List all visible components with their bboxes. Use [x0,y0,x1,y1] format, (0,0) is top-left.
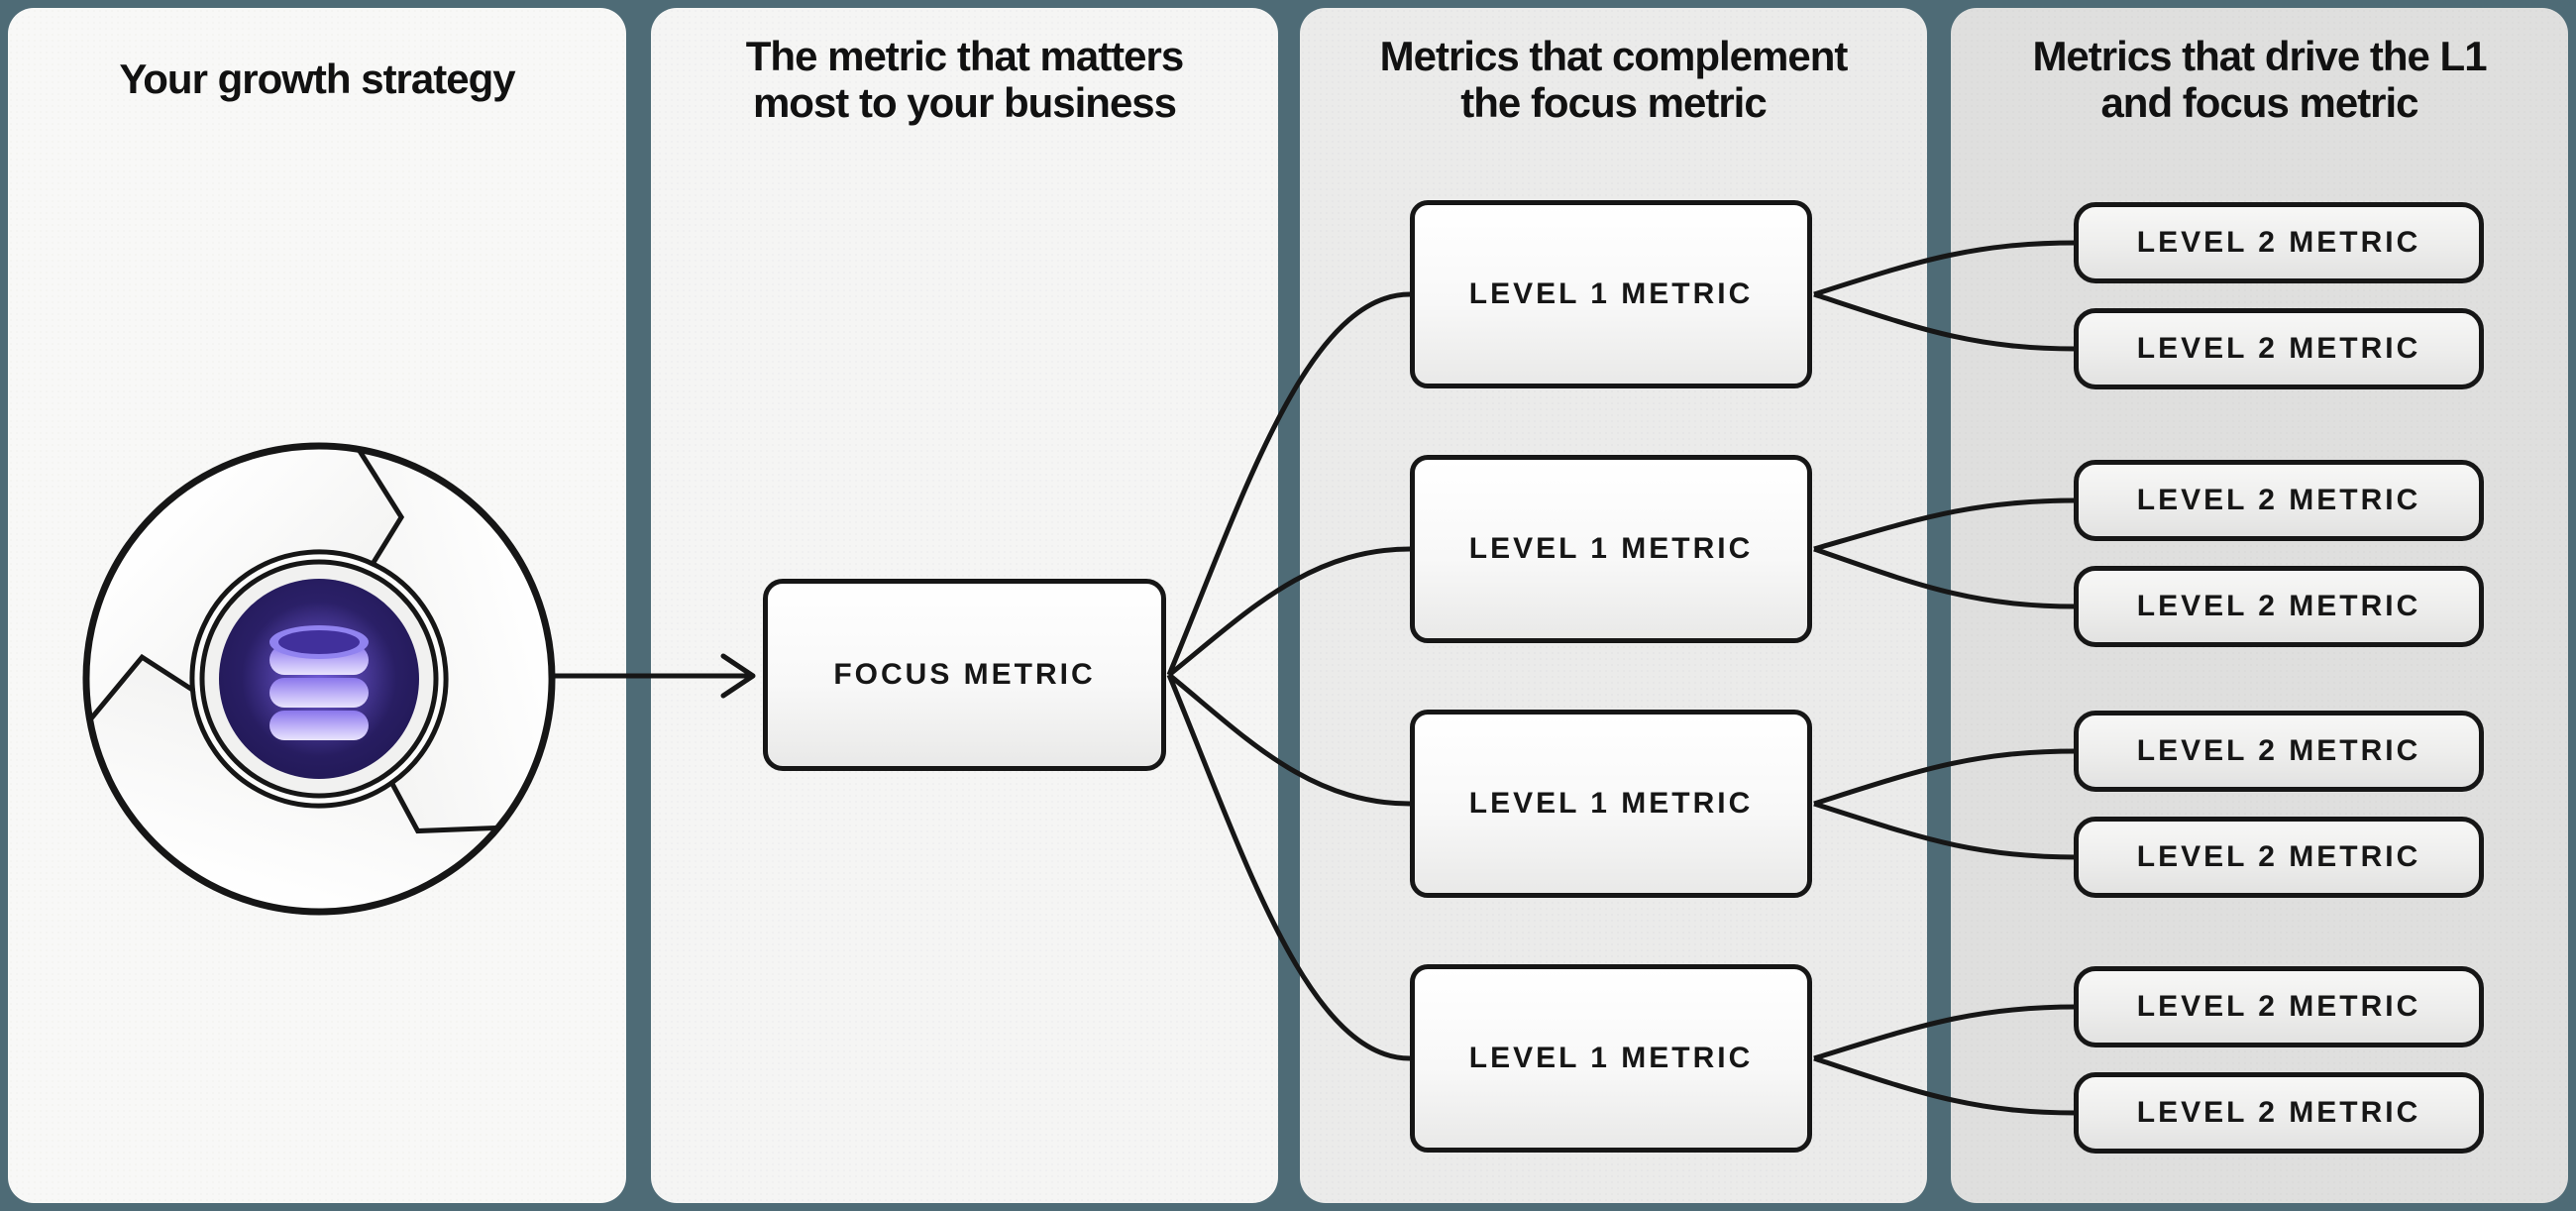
level2-metric-label: LEVEL 2 METRIC [2136,332,2421,365]
panel-title: Metrics that complement the focus metric [1379,32,1849,126]
level2-metric-label: LEVEL 2 METRIC [2136,1096,2421,1129]
level2-metric-box-8: LEVEL 2 METRIC [2074,1072,2484,1154]
level2-metric-label: LEVEL 2 METRIC [2136,590,2421,622]
level2-metric-box-3: LEVEL 2 METRIC [2074,460,2484,541]
level2-metric-label: LEVEL 2 METRIC [2136,990,2421,1023]
level1-metric-label: LEVEL 1 METRIC [1468,277,1754,310]
level1-metric-label: LEVEL 1 METRIC [1468,532,1754,565]
arrow-right-icon [552,653,756,699]
panel-title: The metric that matters most to your bus… [745,32,1184,126]
database-icon [242,602,396,756]
level2-metric-label: LEVEL 2 METRIC [2136,484,2421,516]
level2-metric-box-2: LEVEL 2 METRIC [2074,308,2484,389]
flywheel-blades [0,298,746,1106]
focus-metric-box: FOCUS METRIC [763,579,1166,771]
panel-title: Metrics that drive the L1 and focus metr… [2032,32,2487,126]
level1-metric-box-3: LEVEL 1 METRIC [1410,710,1812,898]
focus-metric-label: FOCUS METRIC [833,658,1096,691]
level1-to-level2-connectors [1813,240,2078,1116]
level2-metric-box-7: LEVEL 2 METRIC [2074,966,2484,1047]
level1-metric-label: LEVEL 1 METRIC [1468,787,1754,820]
level2-metric-label: LEVEL 2 METRIC [2136,734,2421,767]
level1-metric-label: LEVEL 1 METRIC [1468,1042,1754,1074]
level2-metric-box-6: LEVEL 2 METRIC [2074,817,2484,898]
level1-metric-box-2: LEVEL 1 METRIC [1410,455,1812,643]
level2-metric-box-4: LEVEL 2 METRIC [2074,566,2484,647]
level2-metric-box-1: LEVEL 2 METRIC [2074,202,2484,283]
level2-metric-box-5: LEVEL 2 METRIC [2074,711,2484,792]
flywheel-icon [0,298,746,1106]
level2-metric-label: LEVEL 2 METRIC [2136,226,2421,259]
focus-to-level1-connectors [1166,291,1411,1061]
panel-title: Your growth strategy [119,55,515,103]
level1-metric-box-1: LEVEL 1 METRIC [1410,200,1812,388]
level2-metric-label: LEVEL 2 METRIC [2136,840,2421,873]
level1-metric-box-4: LEVEL 1 METRIC [1410,964,1812,1153]
